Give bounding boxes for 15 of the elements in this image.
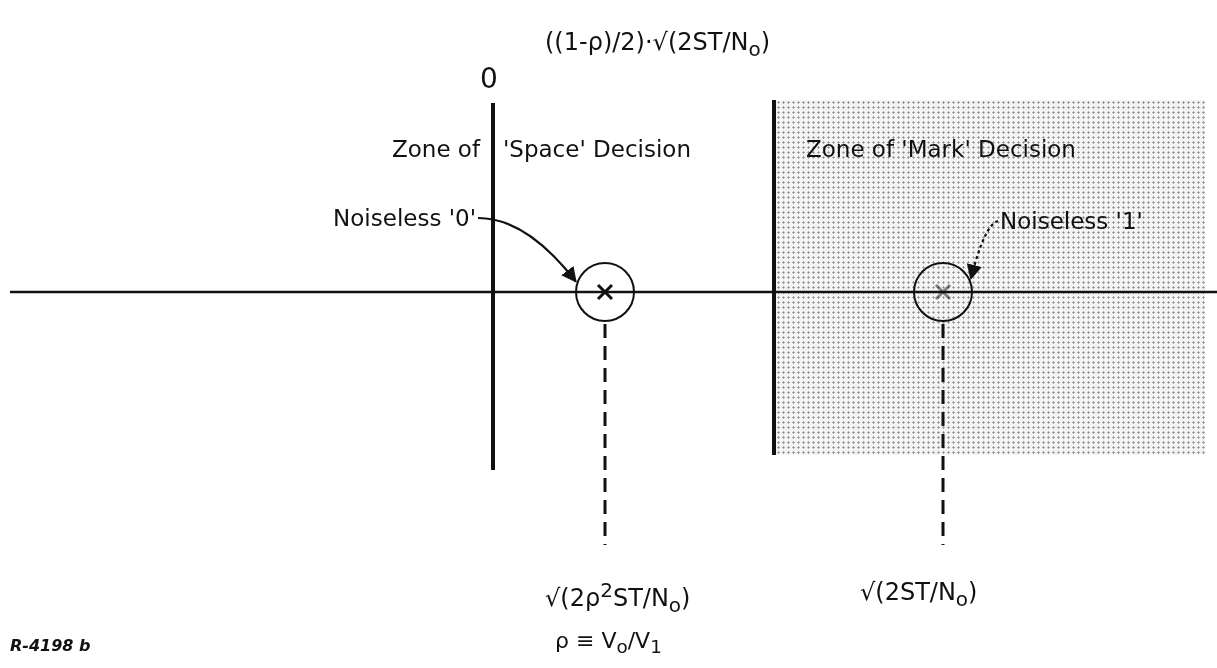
circle-marker	[913, 262, 973, 322]
formula-label: √(2ρ$^{2}$ST/N$_{o}$)	[545, 578, 691, 617]
figure-number: R-4198 b	[10, 636, 91, 655]
tick-label: 0	[480, 62, 498, 95]
zone-label: Zone of	[392, 136, 481, 162]
definition-label: ρ ≡ V$_{o}$/V$_{1}$	[555, 628, 662, 658]
circle-marker	[575, 262, 635, 322]
formula-label: √(2ST/N$_{o}$)	[860, 578, 978, 611]
zone-label: 'Space' Decision	[503, 136, 691, 162]
shaded-zone	[776, 100, 1205, 455]
point-label: Noiseless '0'	[333, 205, 476, 231]
point-label: Noiseless '1'	[1000, 208, 1143, 234]
leader-arrow	[477, 216, 577, 283]
formula-label: ((1-ρ)/2)·√(2ST/N$_{o}$)	[545, 28, 771, 61]
zone-label: Zone of 'Mark' Decision	[806, 136, 1076, 162]
